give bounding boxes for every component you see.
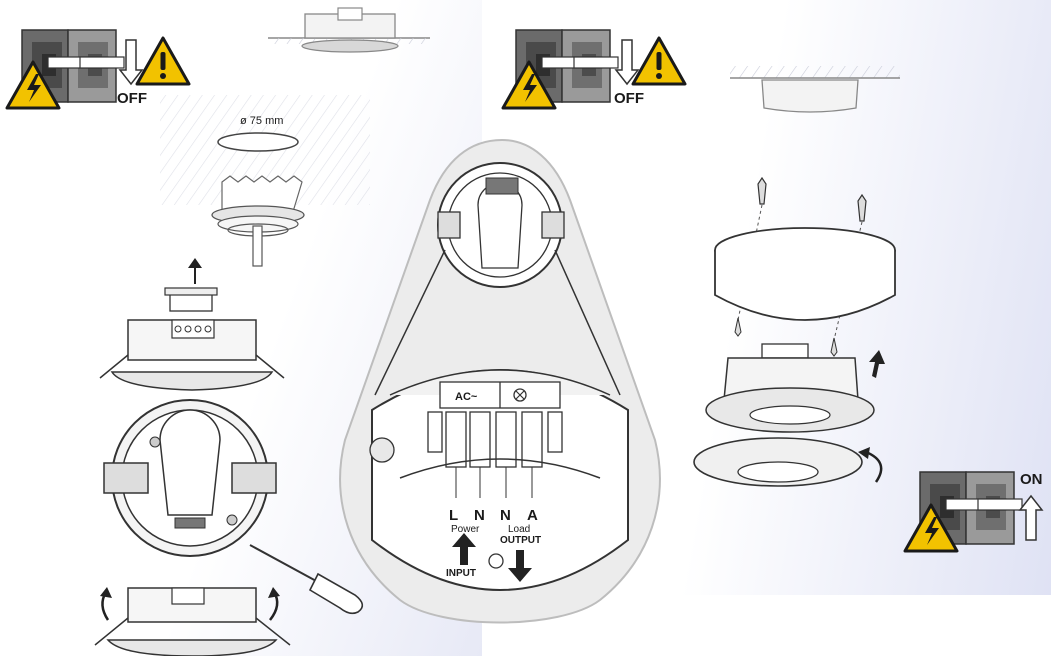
terminal-n1-label: N (474, 507, 485, 524)
sensor-body (705, 343, 875, 433)
ceiling-fixture (268, 7, 430, 53)
lamp-cross (515, 390, 525, 400)
diameter-label: ø 75 mm (240, 115, 283, 127)
wiring-callout: AC~ L N N A Power Load OUTPUT INPUT (339, 138, 661, 624)
ceiling-hole: ø 75 mm (160, 95, 370, 267)
arrow-head (100, 587, 112, 598)
breaker-switch-icon (21, 29, 125, 103)
load-label: Load (508, 524, 530, 535)
arrow-head (858, 447, 870, 459)
cover-ring (693, 437, 863, 487)
arrow-down-icon (118, 39, 144, 86)
surface-mount-box (714, 227, 896, 321)
lamp-icon (513, 388, 527, 402)
sensor-side-view-bottom (94, 587, 291, 656)
breaker-switch-icon (919, 471, 1023, 545)
arrow-up-icon (188, 258, 202, 284)
warning-icon (135, 36, 191, 86)
terminal-l-label: L (449, 507, 458, 524)
arrow-down-icon (614, 39, 640, 86)
warning-icon (631, 36, 687, 86)
sensor-top-view (103, 399, 277, 557)
screwdriver-icon (249, 544, 364, 615)
terminal-n2-label: N (500, 507, 511, 524)
output-label: OUTPUT (500, 535, 541, 546)
breaker-switch-icon (515, 29, 619, 103)
ac-label: AC~ (455, 391, 478, 403)
terminal-cover (164, 287, 218, 312)
off-label: OFF (117, 90, 147, 107)
arrow-up-icon (452, 533, 476, 565)
off-label: OFF (614, 90, 644, 107)
surface-fixture (730, 66, 900, 113)
on-label: ON (1020, 471, 1043, 488)
arrow-up-icon (1018, 494, 1044, 541)
power-label: Power (451, 524, 480, 535)
terminal-a-label: A (527, 507, 538, 524)
terminal-block (427, 411, 563, 498)
arrow-head (268, 587, 280, 598)
arrow-up-icon (869, 350, 885, 378)
arrow-down-icon (508, 550, 532, 582)
input-label: INPUT (446, 568, 476, 579)
rotate-arrow-icon (865, 450, 883, 483)
sensor-side-view (99, 319, 285, 391)
